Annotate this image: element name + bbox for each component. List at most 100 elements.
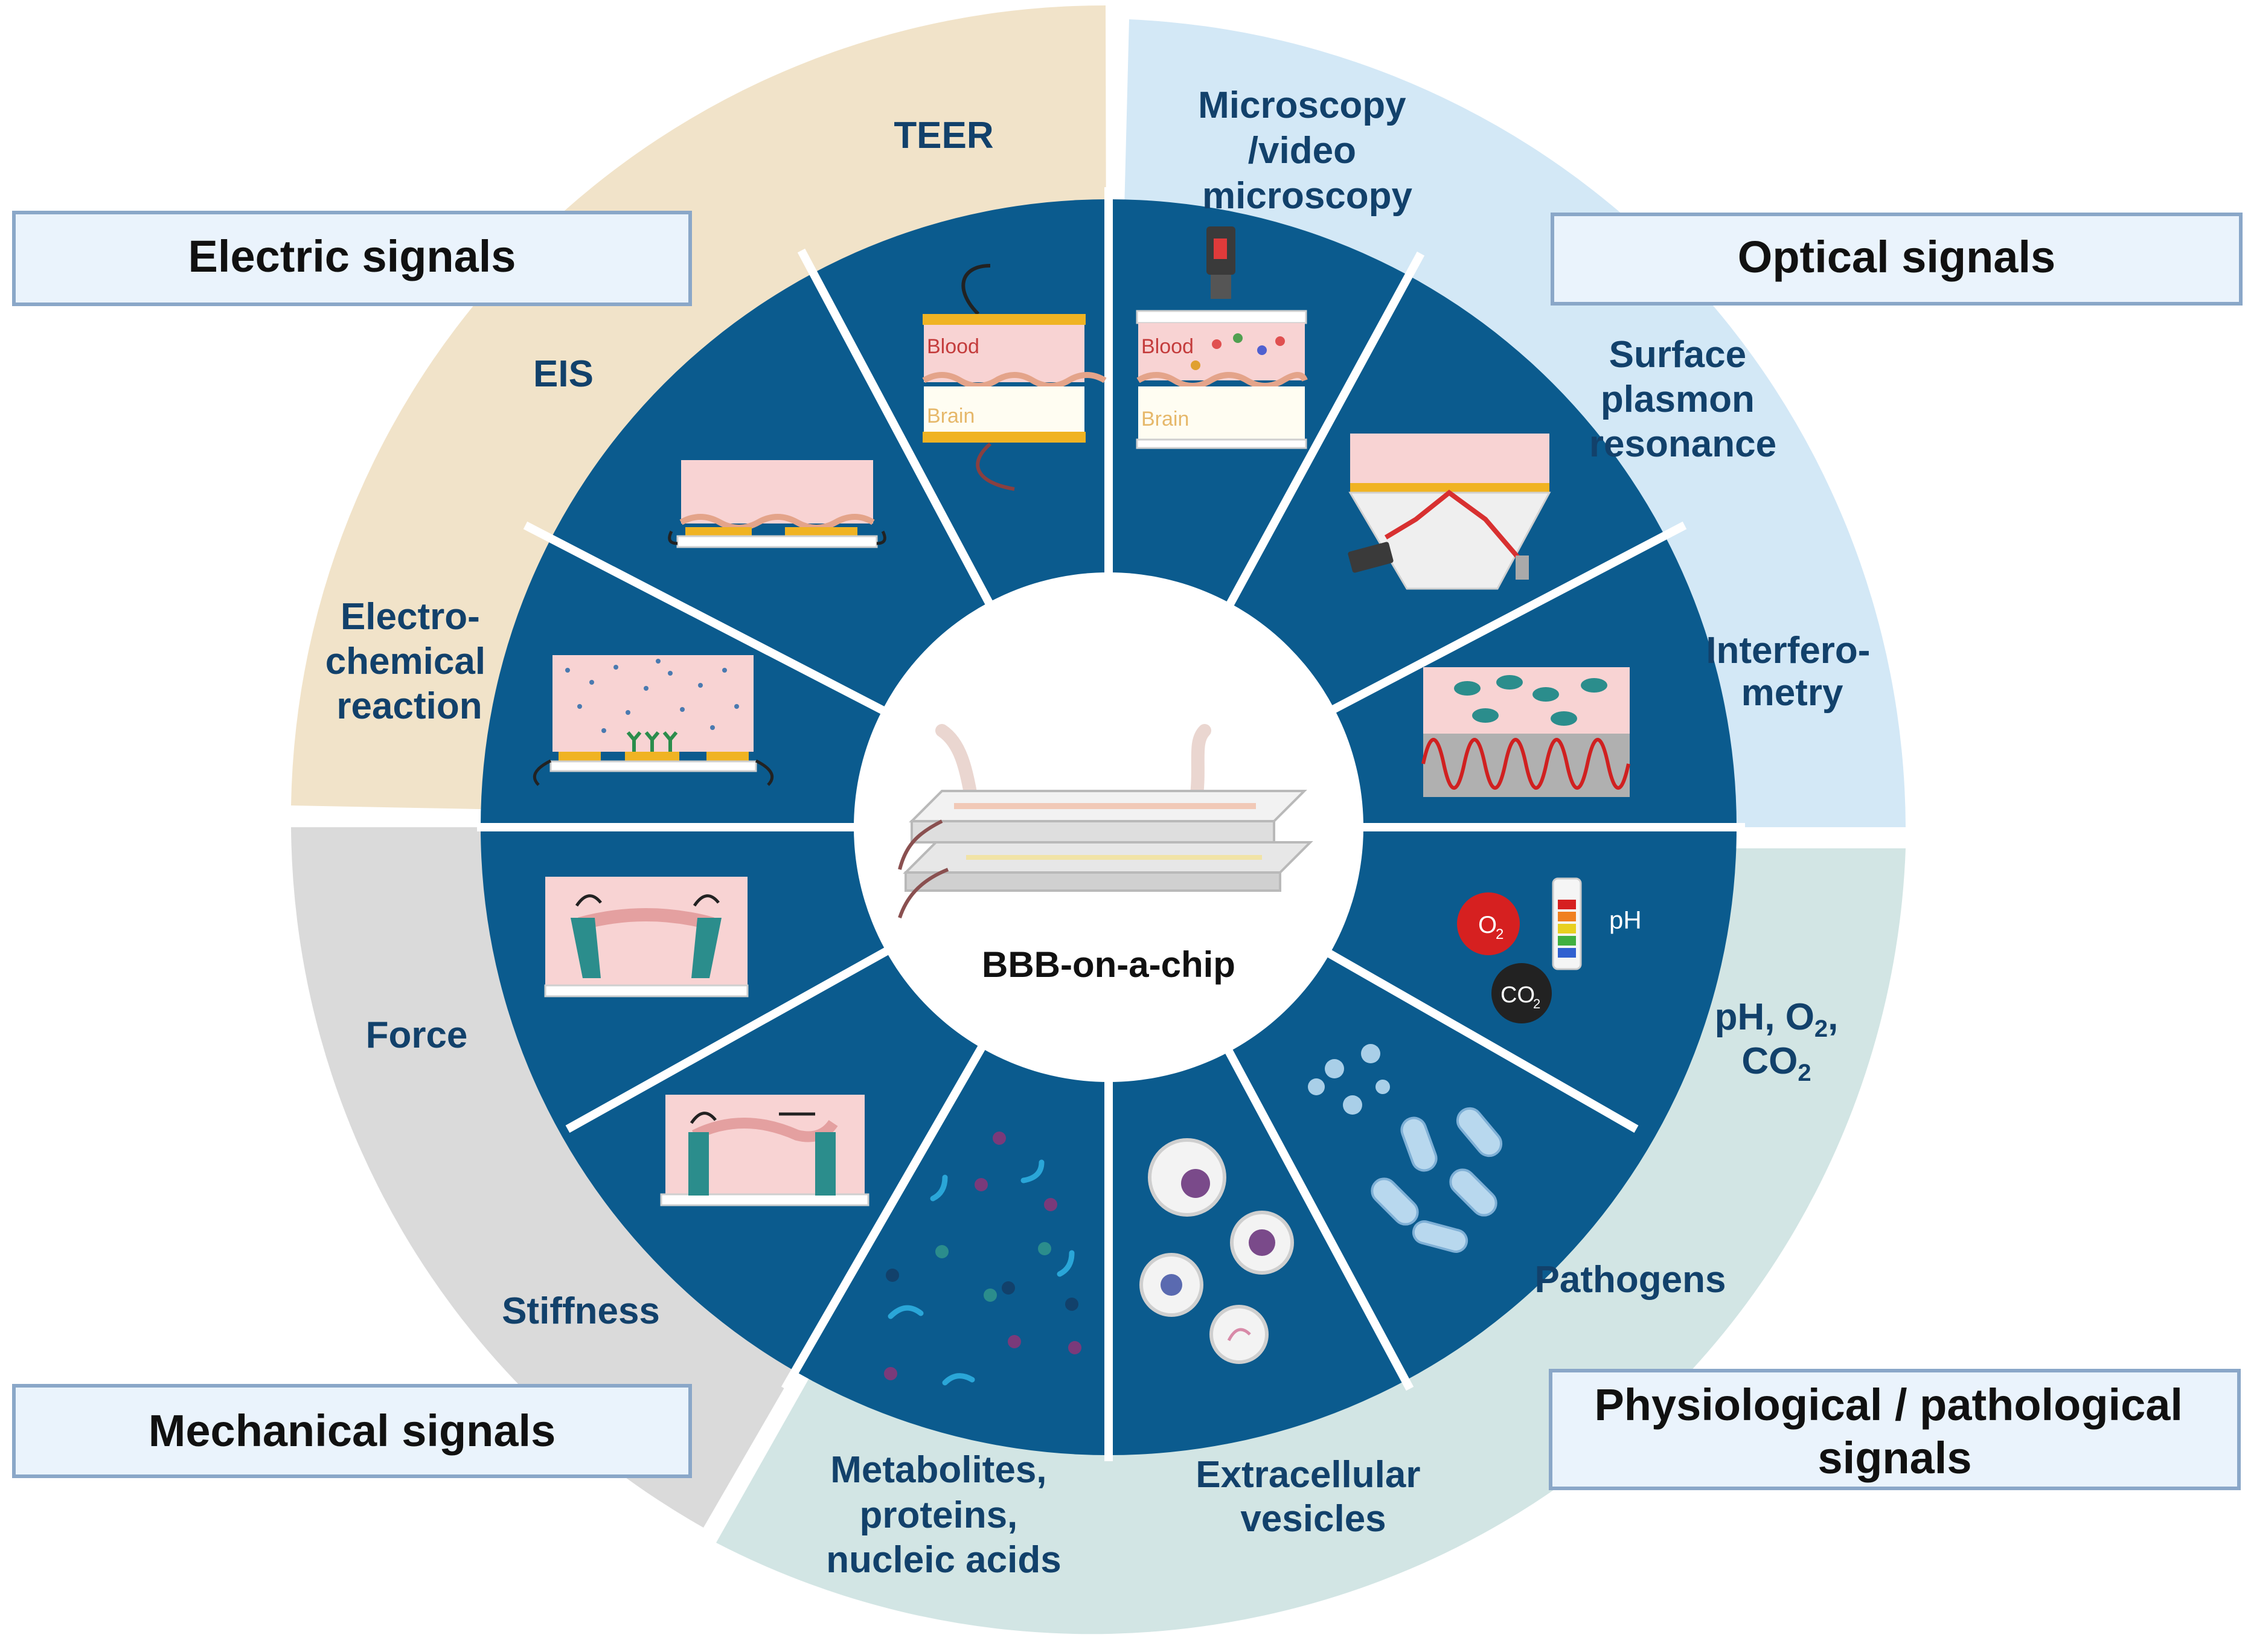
microscopy-icon: Blood Brain: [1136, 226, 1308, 449]
vesicle-cargo: [1161, 1274, 1182, 1296]
co2-bubble: [1491, 963, 1552, 1023]
category-box: [12, 1384, 692, 1478]
particle: [1191, 360, 1200, 370]
pillar-icon: [688, 1132, 709, 1196]
electrode: [625, 752, 679, 761]
ph-label: pH: [1609, 906, 1642, 934]
detector-icon: [1516, 555, 1529, 580]
brain-chamber: [924, 386, 1084, 432]
particle: [1233, 333, 1243, 343]
electrochemical-icon: [533, 655, 774, 786]
arrow-icon: [575, 894, 602, 907]
blood-label: Blood: [927, 335, 979, 358]
ph-band: [1558, 948, 1576, 958]
blood-chamber: [1138, 323, 1305, 380]
category-box-mechanical: Mechanical signals: [12, 1384, 692, 1478]
blood-label: Blood: [1141, 335, 1194, 358]
cell-layer: [922, 372, 1107, 389]
virus-icon: [1308, 1044, 1390, 1115]
vesicle: [1209, 1305, 1269, 1364]
wire-icon: [668, 530, 678, 545]
ph-band: [1558, 912, 1576, 921]
category-box-electric: Electric signals: [12, 211, 692, 306]
ph-band: [1558, 900, 1576, 909]
center-label: BBB-on-a-chip: [982, 944, 1235, 985]
label-interferometry: Interfero- metry: [1706, 630, 1880, 714]
metabolites-icon: [884, 1132, 1081, 1386]
category-title-optical: Optical signals: [1738, 232, 2055, 282]
particle: [1257, 345, 1267, 355]
co2-sub: 2: [1533, 996, 1540, 1011]
category-box: [1549, 1369, 2241, 1490]
label-spr: Surface plasmon resonance: [1589, 334, 1776, 465]
label-vesicles: Extracellular vesicles: [1196, 1454, 1430, 1540]
category-box-physiological: Physiological / pathological signals: [1549, 1369, 2241, 1490]
pillar-icon: [691, 918, 722, 978]
light-path: [1384, 489, 1524, 563]
molecule-dots: [935, 1242, 1051, 1302]
light-source-icon: [1348, 542, 1394, 573]
label-electrochemical: Electro- chemical reaction: [325, 596, 496, 727]
pathogens-icon: [1308, 1044, 1503, 1253]
pillar-icon: [571, 918, 601, 978]
wire-icon: [533, 759, 552, 786]
category-title-physiological: Physiological / pathological signals: [1594, 1380, 2195, 1483]
ph-band: [1558, 936, 1576, 946]
co2-label: CO: [1500, 982, 1535, 1008]
molecule-dots: [565, 659, 739, 733]
category-box-optical: Optical signals: [1551, 213, 2243, 306]
particle: [1212, 339, 1222, 349]
cell-layer: [1136, 372, 1308, 389]
vesicles-icon: [1139, 1138, 1294, 1364]
label-ph-gases-line2: CO2: [1741, 1040, 1811, 1086]
o2-label: O: [1478, 912, 1497, 938]
camera-icon: [1214, 239, 1227, 259]
tissue-strand: [578, 908, 714, 930]
chip-base: [676, 535, 878, 548]
bacteria-icon: [1371, 1107, 1503, 1253]
electrode: [923, 314, 1086, 325]
ph-band: [1558, 924, 1576, 933]
gold-film: [1350, 483, 1549, 493]
chip-base: [544, 984, 749, 997]
camera-icon: [1211, 275, 1231, 299]
spr-icon: [1348, 434, 1551, 590]
label-stiffness: Stiffness: [502, 1290, 660, 1332]
electrode: [785, 527, 857, 536]
stiffness-icon: [660, 1095, 869, 1206]
wire-icon: [898, 819, 943, 870]
o2-bubble: [1457, 892, 1520, 955]
category-title-mechanical: Mechanical signals: [149, 1406, 556, 1456]
label-metabolites: Metabolites, proteins, nucleic acids: [826, 1449, 1061, 1581]
brain-label: Brain: [1141, 408, 1189, 431]
cell-layer: [679, 514, 875, 531]
electrode: [685, 527, 752, 536]
chip-illustration: [898, 724, 1313, 918]
label-teer: TEER: [894, 115, 993, 156]
electrode: [559, 752, 601, 761]
molecule-dots: [886, 1269, 1078, 1311]
arrow-icon: [690, 1112, 717, 1124]
tissue-chamber: [681, 460, 873, 523]
wire-icon: [755, 759, 774, 786]
label-ph-gases-line1: pH, O2,: [1715, 996, 1839, 1042]
eis-icon: [668, 460, 886, 548]
blood-chamber: [924, 325, 1084, 382]
category-box: [12, 211, 692, 306]
electrode: [706, 752, 749, 761]
chip-layer-bottom: [905, 871, 1281, 892]
label-force: Force: [366, 1014, 468, 1056]
vesicle-cargo: [1227, 1328, 1251, 1342]
sensor-chamber: [1350, 434, 1549, 483]
brain-chamber: [1138, 386, 1305, 441]
wire-icon: [898, 868, 949, 918]
particle: [1275, 336, 1285, 346]
chip-base: [549, 760, 757, 772]
vesicle-cargo: [1181, 1169, 1210, 1198]
wire-icon: [876, 530, 886, 545]
chip-slide: [1136, 310, 1307, 324]
chip-slide: [1136, 438, 1307, 449]
label-eis: EIS: [533, 353, 594, 395]
